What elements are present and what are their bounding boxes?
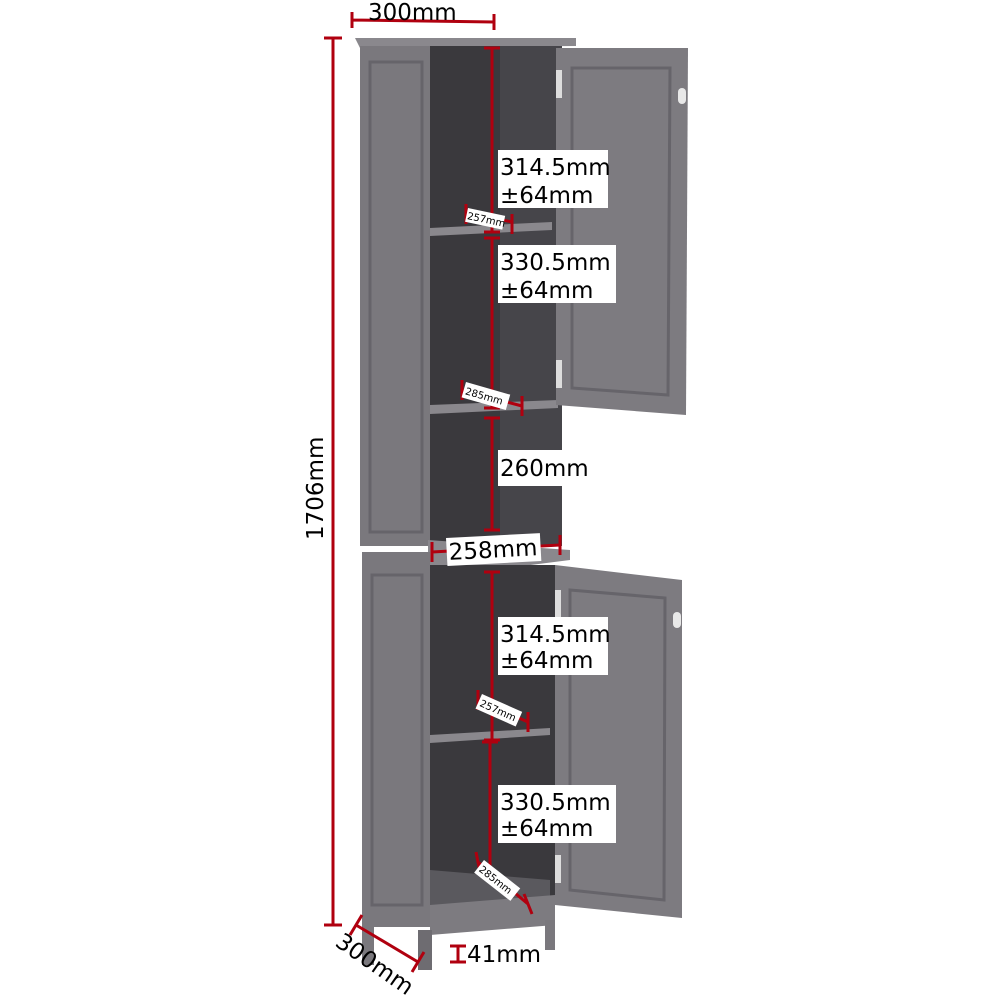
lower-shelf-1-label: 314.5mm ±64mm	[498, 617, 611, 675]
middle-width-label: 258mm	[446, 533, 542, 566]
svg-text:330.5mm: 330.5mm	[500, 250, 611, 276]
middle-open-label: 260mm	[498, 450, 592, 486]
svg-text:314.5mm: 314.5mm	[500, 155, 611, 181]
svg-text:314.5mm: 314.5mm	[500, 622, 611, 648]
depth-label: 300mm	[331, 929, 419, 1000]
svg-text:±64mm: ±64mm	[500, 648, 593, 674]
svg-text:260mm: 260mm	[500, 456, 589, 482]
upper-shelf-2-label: 330.5mm ±64mm	[498, 245, 616, 304]
svg-text:±64mm: ±64mm	[500, 183, 593, 209]
svg-text:±64mm: ±64mm	[500, 278, 593, 304]
leg-height-label: 41mm	[467, 942, 541, 968]
svg-text:330.5mm: 330.5mm	[500, 790, 611, 816]
svg-text:±64mm: ±64mm	[500, 816, 593, 842]
lower-shelf-2-label: 330.5mm ±64mm	[498, 785, 616, 843]
top-width-label: 300mm	[368, 0, 457, 26]
svg-text:258mm: 258mm	[448, 535, 538, 566]
height-label: 1706mm	[303, 437, 329, 540]
upper-shelf-1-label: 314.5mm ±64mm	[498, 150, 611, 209]
